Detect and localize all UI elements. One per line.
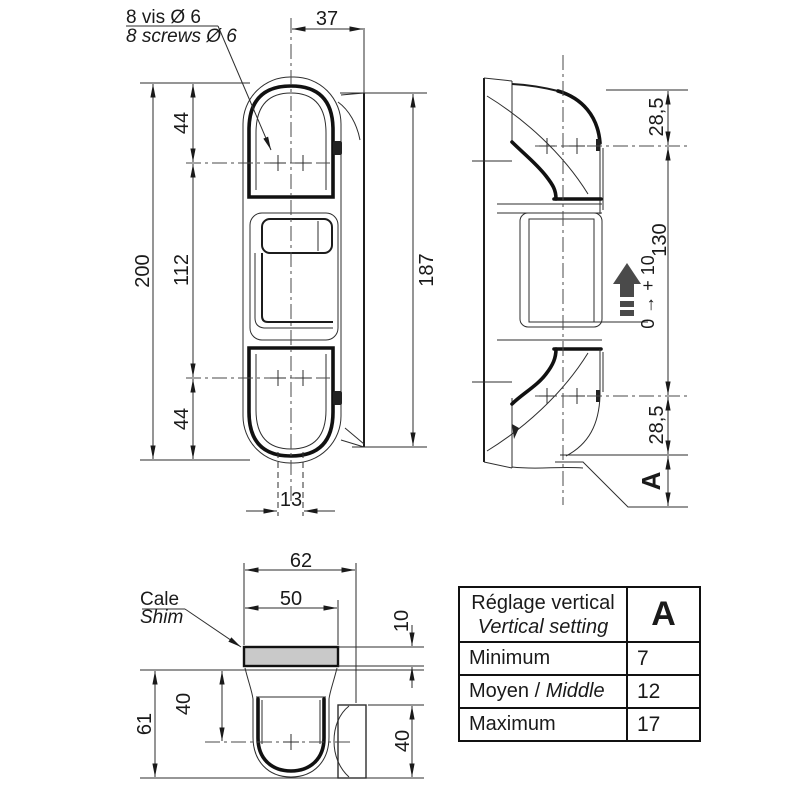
table-row-value: 12 xyxy=(626,674,701,709)
adjustment-label: 0 → + 10 xyxy=(638,255,658,329)
dim-50: 50 xyxy=(279,588,303,610)
dim-187: 187 xyxy=(416,253,438,287)
dim-112: 112 xyxy=(171,254,193,286)
dim-61: 61 xyxy=(134,712,156,736)
adjustment-arrow-icon xyxy=(613,263,641,316)
side-slider xyxy=(519,212,603,328)
table-header-value: A xyxy=(626,586,701,643)
setting-leader xyxy=(555,461,688,508)
dim-40-knuckle: 40 xyxy=(392,729,414,753)
dim-40-cup: 40 xyxy=(173,692,195,716)
dim-A: A xyxy=(636,471,666,491)
side-screw-marks xyxy=(539,138,585,404)
table-row-value: 17 xyxy=(626,707,701,742)
dim-37: 37 xyxy=(315,8,339,30)
table-row-value: 7 xyxy=(626,641,701,676)
dim-200: 200 xyxy=(132,254,154,288)
shim-leader xyxy=(184,608,242,648)
table-row: Minimum 7 xyxy=(458,641,701,676)
side-dimensions xyxy=(560,89,688,506)
table-header-row: Réglage vertical Vertical setting A xyxy=(458,586,701,643)
vertical-setting-table: Réglage vertical Vertical setting A Mini… xyxy=(458,586,701,742)
front-dimensions xyxy=(140,26,427,514)
side-top-corner xyxy=(556,89,602,145)
shim-label-en: Shim xyxy=(140,607,184,628)
side-centerlines xyxy=(535,55,688,505)
front-clip-bottom xyxy=(333,391,342,405)
dim-62: 62 xyxy=(289,550,313,572)
dim-28-5-top: 28,5 xyxy=(646,97,668,137)
dim-130: 130 xyxy=(649,223,671,257)
dim-28-5-bottom: 28,5 xyxy=(646,405,668,445)
front-silhouette xyxy=(242,76,342,464)
cup-outer xyxy=(244,667,338,778)
front-tongue xyxy=(261,218,333,254)
dim-10: 10 xyxy=(391,609,413,633)
dim-13: 13 xyxy=(279,489,303,511)
screw-label-en: 8 screws Ø 6 xyxy=(126,26,237,47)
table-header-en: Vertical setting xyxy=(477,615,609,638)
table-header-title: Réglage vertical Vertical setting xyxy=(458,586,628,643)
front-clip-top xyxy=(333,141,342,155)
table-header-fr: Réglage vertical xyxy=(471,591,615,614)
side-view xyxy=(472,55,688,508)
front-view xyxy=(126,18,427,516)
screw-label-fr: 8 vis Ø 6 xyxy=(126,7,201,28)
bottom-view xyxy=(140,563,424,779)
dim-44-bottom: 44 xyxy=(171,407,193,431)
shim xyxy=(242,645,340,668)
table-row-label: Minimum xyxy=(458,641,628,676)
table-row-label: Moyen / Middle xyxy=(458,674,628,709)
screw-leader xyxy=(217,25,272,151)
dim-44-top: 44 xyxy=(171,111,193,135)
front-top-cup xyxy=(247,84,335,199)
shim-label-fr: Cale xyxy=(140,589,180,610)
bottom-dimensions xyxy=(152,563,424,777)
table-row-label: Maximum xyxy=(458,707,628,742)
front-centerlines xyxy=(186,18,330,505)
front-screw-marks xyxy=(270,155,311,386)
table-row: Moyen / Middle 12 xyxy=(458,674,701,709)
table-row: Maximum 17 xyxy=(458,707,701,742)
cup-inner xyxy=(256,697,326,773)
